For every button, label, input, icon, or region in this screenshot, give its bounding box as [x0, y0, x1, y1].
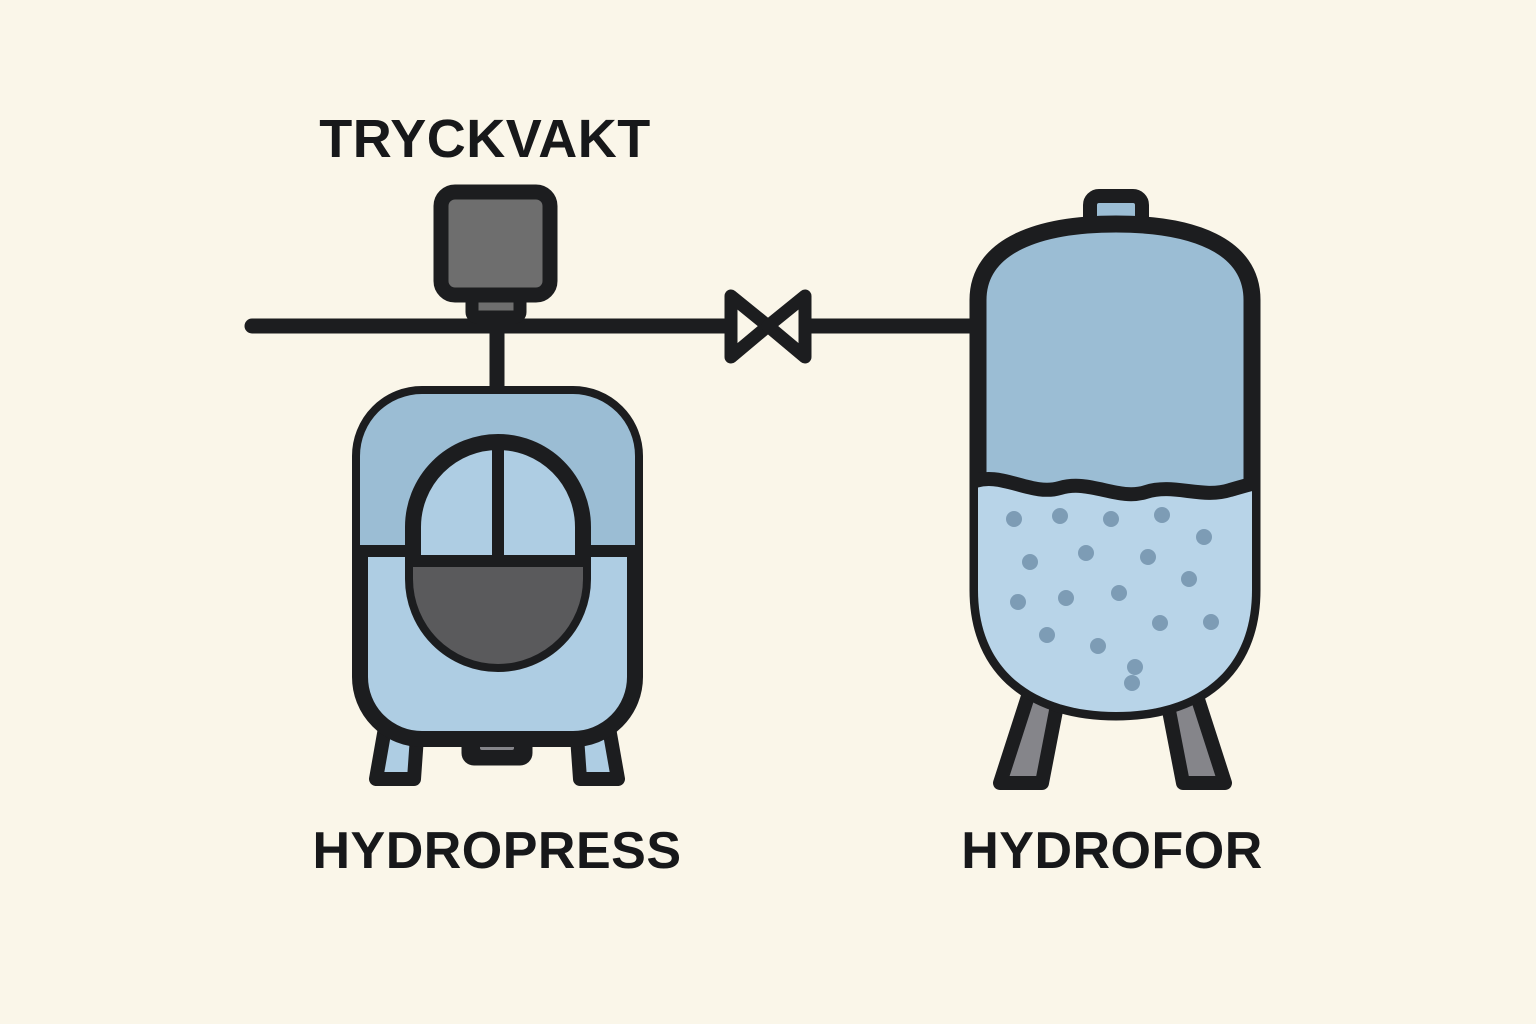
water-bubble-8 [1181, 571, 1197, 587]
water-bubble-17 [1124, 675, 1140, 691]
water-bubble-10 [1058, 590, 1074, 606]
hydrofor-bubbles [1006, 507, 1219, 691]
water-bubble-7 [1140, 549, 1156, 565]
water-bubble-0 [1006, 511, 1022, 527]
water-bubble-16 [1127, 659, 1143, 675]
main-pipe-group [244, 318, 985, 398]
water-bubble-1 [1052, 508, 1068, 524]
water-bubble-5 [1022, 554, 1038, 570]
label-pressure-switch: TRYCKVAKT [319, 109, 650, 169]
valve-icon-left-triangle[interactable] [724, 289, 775, 364]
water-bubble-3 [1154, 507, 1170, 523]
hydrofor-group[interactable] [969, 189, 1264, 790]
water-bubble-12 [1152, 615, 1168, 631]
water-bubble-14 [1039, 627, 1055, 643]
valve-group[interactable] [724, 289, 812, 364]
water-bubble-2 [1103, 511, 1119, 527]
water-bubble-11 [1111, 585, 1127, 601]
water-bubble-4 [1196, 529, 1212, 545]
label-hydrofor: HYDROFOR [961, 822, 1263, 880]
label-hydropress: HYDROPRESS [312, 822, 681, 880]
water-bubble-13 [1203, 614, 1219, 630]
water-bubble-9 [1010, 594, 1026, 610]
water-bubble-6 [1078, 545, 1094, 561]
pressure-switch-body[interactable] [433, 184, 558, 303]
hydrofor-water-line [978, 472, 1252, 502]
hydropress-group[interactable] [352, 386, 643, 786]
valve-icon-right-triangle[interactable] [761, 289, 812, 364]
water-bubble-15 [1090, 638, 1106, 654]
hydrofor-water-fill [978, 483, 1252, 712]
pressure-switch-group[interactable] [433, 184, 558, 324]
